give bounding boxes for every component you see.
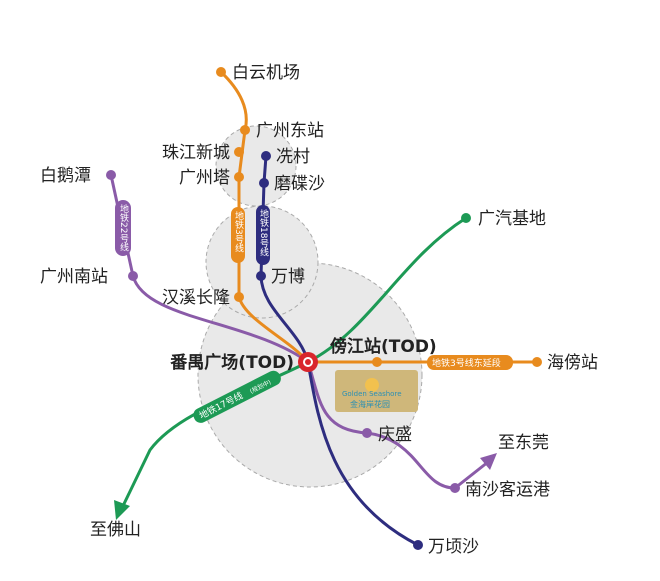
line-3-label: 地铁3号线 xyxy=(233,210,244,253)
station-dots xyxy=(106,67,542,550)
station-zhujiang: 珠江新城 xyxy=(162,143,230,163)
line-3-ext-label: 地铁3号线东延段 xyxy=(432,357,501,369)
pill-line-3: 地铁3号线 xyxy=(231,207,245,263)
line-18-label: 地铁18号线 xyxy=(258,208,269,257)
arrow-dongguan-icon xyxy=(480,453,497,470)
station-baiyun: 白云机场 xyxy=(232,63,300,83)
label-to-foshan: 至佛山 xyxy=(90,520,141,540)
station-xiancun: 冼村 xyxy=(276,147,310,167)
pill-line-22: 地铁22号线 xyxy=(115,200,131,256)
station-haibang: 海傍站 xyxy=(547,353,598,373)
station-nansha: 南沙客运港 xyxy=(465,480,550,500)
station-panyu: 番禺广场(TOD) xyxy=(169,352,294,373)
station-bangjiang: 傍江站(TOD) xyxy=(330,336,437,357)
label-to-dongguan: 至东莞 xyxy=(498,433,549,453)
pill-line-18: 地铁18号线 xyxy=(256,205,270,265)
line-22 xyxy=(109,174,489,490)
pill-line-3-ext: 地铁3号线东延段 xyxy=(427,355,513,370)
hub-icon xyxy=(298,352,318,372)
station-modiesha: 磨碟沙 xyxy=(274,174,325,194)
arrow-foshan-icon xyxy=(114,500,130,520)
station-guangqi: 广汽基地 xyxy=(478,209,546,229)
logo-en: Golden Seashore xyxy=(342,390,402,398)
line-22-label: 地铁22号线 xyxy=(118,203,129,252)
zone-circle-top xyxy=(215,125,297,207)
golden-seashore-logo: Golden Seashore 金海岸花园 xyxy=(335,370,418,412)
station-gzdong: 广州东站 xyxy=(256,121,324,141)
station-hanxi: 汉溪长隆 xyxy=(162,288,230,308)
station-gzta: 广州塔 xyxy=(179,168,230,188)
station-wanqingsha: 万顷沙 xyxy=(428,537,479,557)
logo-cn: 金海岸花园 xyxy=(350,399,390,409)
station-gznan: 广州南站 xyxy=(40,267,108,287)
station-qingsheng: 庆盛 xyxy=(378,425,412,445)
station-baietan: 白鹅潭 xyxy=(40,166,91,186)
station-wanbo: 万博 xyxy=(271,267,305,287)
